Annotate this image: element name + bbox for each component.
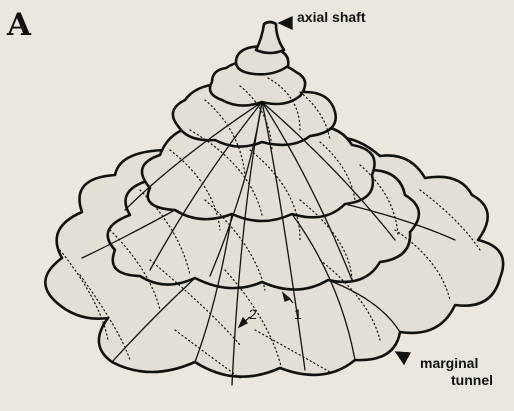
axial-shaft-label: axial shaft	[297, 10, 365, 24]
spiral-2-label: 2	[249, 307, 257, 321]
axial-shaft-arrow	[279, 17, 292, 29]
axial-shaft	[256, 22, 284, 53]
marginal-tunnel-arrow	[396, 352, 410, 364]
marginal-tunnel-label-line2: tunnel	[451, 373, 493, 387]
spiral-1-label: 1	[294, 307, 302, 321]
panel-letter: A	[7, 10, 31, 41]
marginal-tunnel-label-line1: marginal	[420, 356, 478, 370]
